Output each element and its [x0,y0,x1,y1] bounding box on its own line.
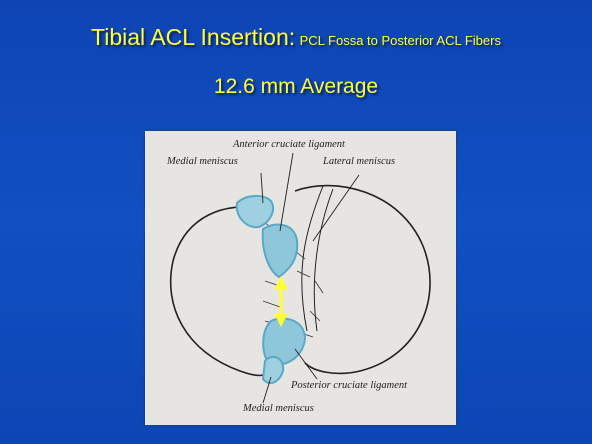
lateral-plateau-outline [295,186,430,374]
medial-meniscus-highlight [237,196,273,227]
medial-meniscus-bottom-highlight [263,357,283,383]
label-medial-meniscus-bottom: Medial meniscus [243,403,314,414]
medial-plateau-outline [171,207,269,376]
anatomy-illustration: Anterior cruciate ligament Medial menisc… [145,131,456,425]
label-lateral-meniscus: Lateral meniscus [323,156,395,167]
label-posterior-cruciate: Posterior cruciate ligament [291,380,407,391]
slide-title: Tibial ACL Insertion: PCL Fossa to Poste… [0,24,592,51]
slide-title-main: Tibial ACL Insertion: [91,24,295,50]
slide-subtitle: 12.6 mm Average [0,75,592,99]
acl-highlight [263,225,298,277]
slide-title-sub: PCL Fossa to Posterior ACL Fibers [300,33,501,48]
label-medial-meniscus-top: Medial meniscus [167,156,238,167]
label-anterior-cruciate: Anterior cruciate ligament [233,139,345,150]
measurement-arrow [275,277,287,326]
